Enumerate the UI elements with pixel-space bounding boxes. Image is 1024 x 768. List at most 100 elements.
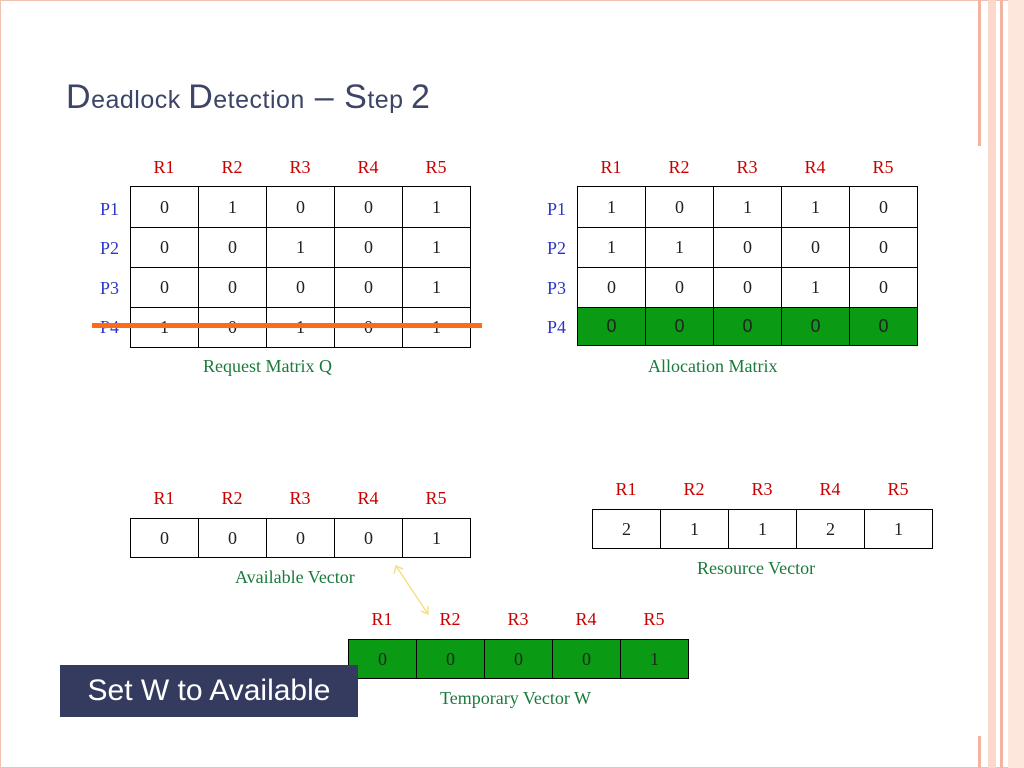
table-cell: 0 xyxy=(334,518,403,558)
table-cell: 1 xyxy=(198,186,267,228)
column-header: R1 xyxy=(153,488,175,508)
step-note-label: Set W to Available xyxy=(87,674,331,707)
table-cell: 0 xyxy=(334,227,403,268)
temporary-vector-caption: Temporary Vector W xyxy=(440,688,592,708)
table-cell: 0 xyxy=(266,267,335,308)
table-cell: 0 xyxy=(645,186,714,228)
row-label: P1 xyxy=(547,199,567,219)
table-cell: 1 xyxy=(781,186,850,228)
table-cell: 1 xyxy=(645,227,714,268)
table-cell: 0 xyxy=(781,307,850,346)
table-cell: 0 xyxy=(348,639,417,679)
column-header: R2 xyxy=(439,609,461,629)
row-label: P4 xyxy=(547,317,567,337)
row-label: P2 xyxy=(100,238,120,258)
column-header: R4 xyxy=(357,157,379,177)
table-cell: 0 xyxy=(645,307,714,346)
table-cell: 1 xyxy=(266,227,335,268)
column-header: R3 xyxy=(289,157,311,177)
column-header: R3 xyxy=(289,488,311,508)
column-header: R2 xyxy=(221,157,243,177)
slide-title: Deadlock Detection – Step 2 xyxy=(66,78,431,116)
row-label: P3 xyxy=(100,278,120,298)
table-row: 0 0 0 0 1 xyxy=(130,267,471,308)
available-vector-caption: Available Vector xyxy=(235,567,355,587)
table-cell: 0 xyxy=(266,518,335,558)
column-header: R4 xyxy=(819,479,841,499)
column-header: R5 xyxy=(887,479,909,499)
table-cell: 0 xyxy=(577,307,646,346)
table-cell: 1 xyxy=(402,518,471,558)
table-cell: 1 xyxy=(620,639,689,679)
column-header: R4 xyxy=(804,157,826,177)
table-cell: 0 xyxy=(198,227,267,268)
right-decor-stripe-4 xyxy=(1008,0,1024,768)
table-cell: 1 xyxy=(402,186,471,228)
table-cell: 0 xyxy=(198,267,267,308)
table-cell: 1 xyxy=(713,186,782,228)
table-cell: 0 xyxy=(849,186,918,228)
column-header: R1 xyxy=(153,157,175,177)
column-header: R4 xyxy=(575,609,597,629)
table-row-highlighted: 0 0 0 0 0 xyxy=(577,307,918,346)
table-cell: 0 xyxy=(130,267,199,308)
column-header: R2 xyxy=(683,479,705,499)
table-cell: 0 xyxy=(416,639,485,679)
table-cell: 0 xyxy=(130,186,199,228)
column-header: R3 xyxy=(736,157,758,177)
allocation-matrix-caption: Allocation Matrix xyxy=(648,356,778,376)
table-cell: 0 xyxy=(849,267,918,308)
column-header: R5 xyxy=(643,609,665,629)
table-row: 0 0 0 1 0 xyxy=(577,267,918,308)
row-label: P3 xyxy=(547,278,567,298)
row-strikethrough-line xyxy=(92,323,482,328)
table-cell: 0 xyxy=(334,186,403,228)
column-header: R1 xyxy=(600,157,622,177)
table-cell: 0 xyxy=(198,518,267,558)
table-row: 0 0 0 0 1 xyxy=(130,518,471,558)
table-cell: 1 xyxy=(864,509,933,549)
table-cell: 1 xyxy=(577,227,646,268)
table-row: 1 0 1 1 0 xyxy=(577,186,918,228)
column-header: R2 xyxy=(668,157,690,177)
column-header: R2 xyxy=(221,488,243,508)
table-cell: 1 xyxy=(402,227,471,268)
resource-vector-caption: Resource Vector xyxy=(697,558,816,578)
table-cell: 1 xyxy=(728,509,797,549)
table-cell: 0 xyxy=(849,307,918,346)
table-cell: 0 xyxy=(645,267,714,308)
table-cell: 0 xyxy=(552,639,621,679)
column-header: R3 xyxy=(751,479,773,499)
column-header: R1 xyxy=(371,609,393,629)
right-decor-stripe-1 xyxy=(978,0,981,146)
table-cell: 1 xyxy=(402,267,471,308)
column-header: R5 xyxy=(872,157,894,177)
table-cell: 0 xyxy=(130,518,199,558)
table-row: 0 1 0 0 1 xyxy=(130,186,471,228)
table-cell: 0 xyxy=(130,227,199,268)
table-row: 0 0 0 0 1 xyxy=(348,639,689,679)
table-cell: 1 xyxy=(577,186,646,228)
column-header: R4 xyxy=(357,488,379,508)
table-cell: 1 xyxy=(660,509,729,549)
row-label: P1 xyxy=(100,199,120,219)
table-row: 2 1 1 2 1 xyxy=(592,509,933,549)
table-cell: 2 xyxy=(796,509,865,549)
table-cell: 0 xyxy=(713,307,782,346)
allocation-matrix-table: 1 0 1 1 0 1 1 0 0 0 0 0 0 1 0 0 0 0 0 0 xyxy=(577,186,918,346)
request-matrix-caption: Request Matrix Q xyxy=(203,356,332,376)
right-decor-stripe-2 xyxy=(988,0,996,768)
table-cell: 0 xyxy=(266,186,335,228)
double-arrow-icon xyxy=(393,564,429,616)
table-row: 0 0 1 0 1 xyxy=(130,227,471,268)
column-header: R5 xyxy=(425,488,447,508)
table-cell: 0 xyxy=(849,227,918,268)
available-vector-table: 0 0 0 0 1 xyxy=(130,518,471,558)
table-cell: 1 xyxy=(781,267,850,308)
column-header: R1 xyxy=(615,479,637,499)
table-cell: 0 xyxy=(577,267,646,308)
step-note-box: Set W to Available xyxy=(60,665,358,717)
column-header: R5 xyxy=(425,157,447,177)
table-cell: 0 xyxy=(781,227,850,268)
row-label: P2 xyxy=(547,238,567,258)
